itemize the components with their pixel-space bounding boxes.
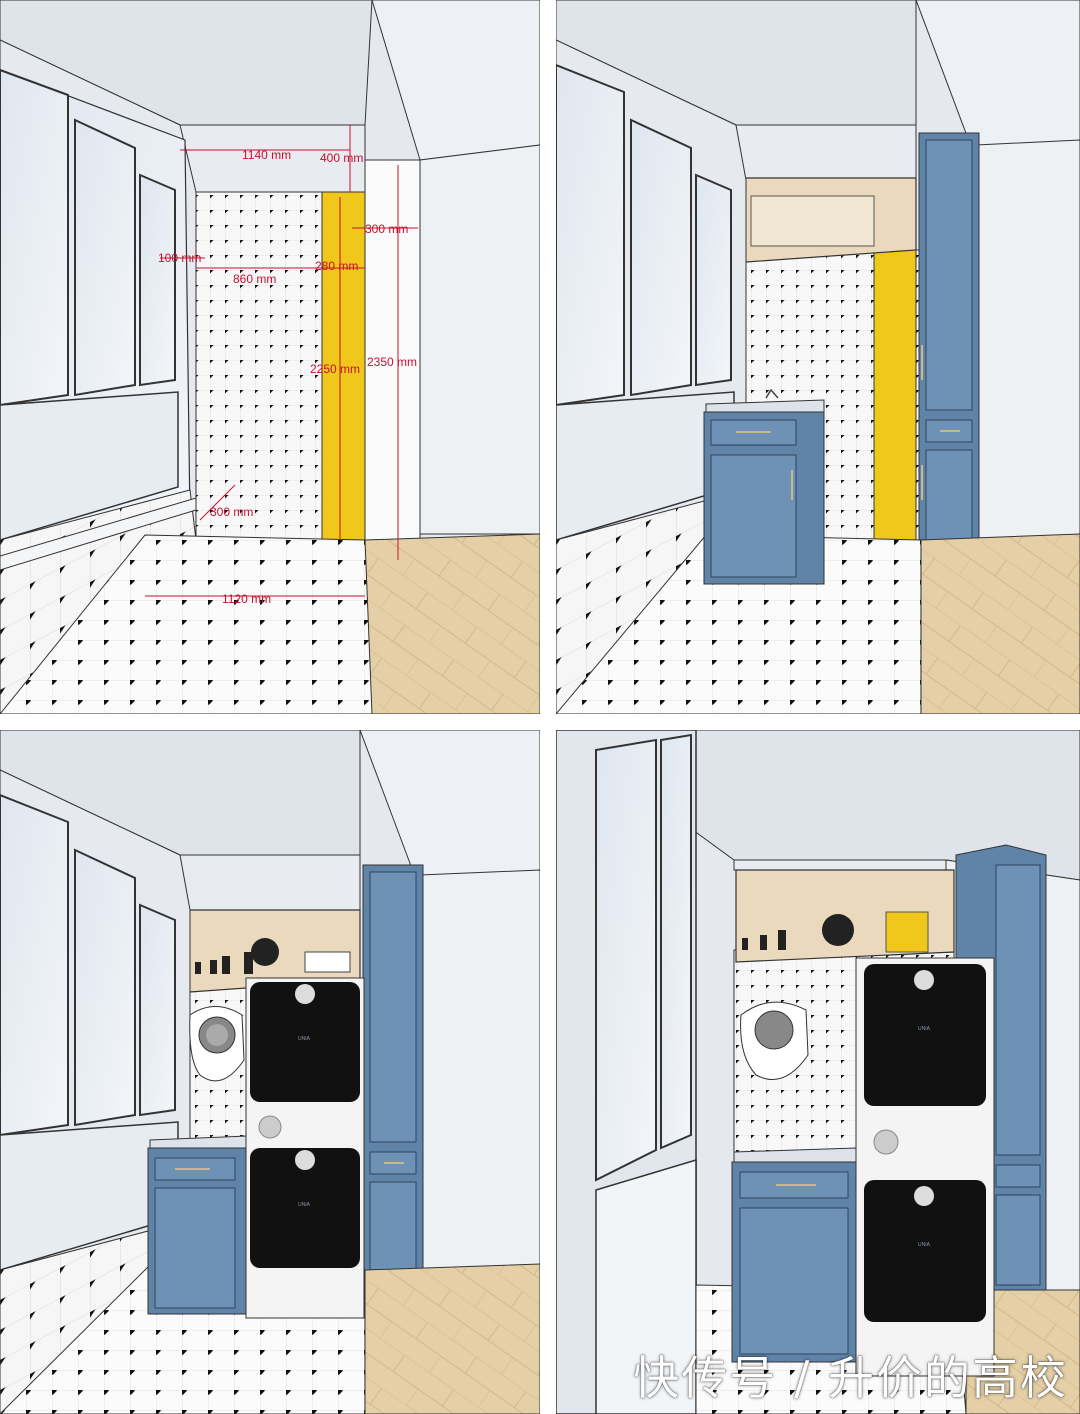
cabinet-drawing	[556, 0, 1080, 714]
dim-3: 300 mm	[365, 222, 408, 236]
brand-bottom: UNIA	[298, 1202, 311, 1208]
panel-washer-front: UNIA UNIA	[0, 730, 540, 1414]
brand-top: UNIA	[298, 1036, 311, 1042]
washer-angle-drawing: UNIA UNIA	[556, 730, 1080, 1414]
watermark-text: 快传号 / 升价的高校	[633, 1351, 1068, 1405]
dim-5: 860 mm	[233, 272, 276, 286]
dim-9: 300 mm	[210, 505, 253, 519]
stacked-washer-dryer: UNIA UNIA	[245, 977, 365, 1319]
dim-4: 100 mm	[158, 251, 201, 265]
stacked-washer-dryer-2: UNIA UNIA	[855, 957, 995, 1377]
brand-top-2: UNIA	[918, 1026, 931, 1032]
dim-6: 280 mm	[315, 259, 358, 273]
brand-bottom-2: UNIA	[918, 1242, 931, 1248]
wall-mini-washer-2	[740, 1001, 809, 1080]
dim-1: 1140 mm	[242, 148, 291, 162]
dim-7: 2250 mm	[310, 362, 360, 376]
dim-8: 2350 mm	[367, 355, 417, 369]
dimension-drawing: 1140 mm 400 mm 300 mm 100 mm 860 mm 280 …	[0, 0, 540, 714]
panel-cabinets	[556, 0, 1080, 714]
dim-2: 400 mm	[320, 151, 363, 165]
panel-washer-angle: UNIA UNIA	[556, 730, 1080, 1414]
wall-mini-washer	[189, 1006, 245, 1082]
panel-dimensions: 1140 mm 400 mm 300 mm 100 mm 860 mm 280 …	[0, 0, 540, 714]
dim-10: 1120 mm	[222, 592, 271, 606]
washer-front-drawing: UNIA UNIA	[0, 730, 540, 1414]
